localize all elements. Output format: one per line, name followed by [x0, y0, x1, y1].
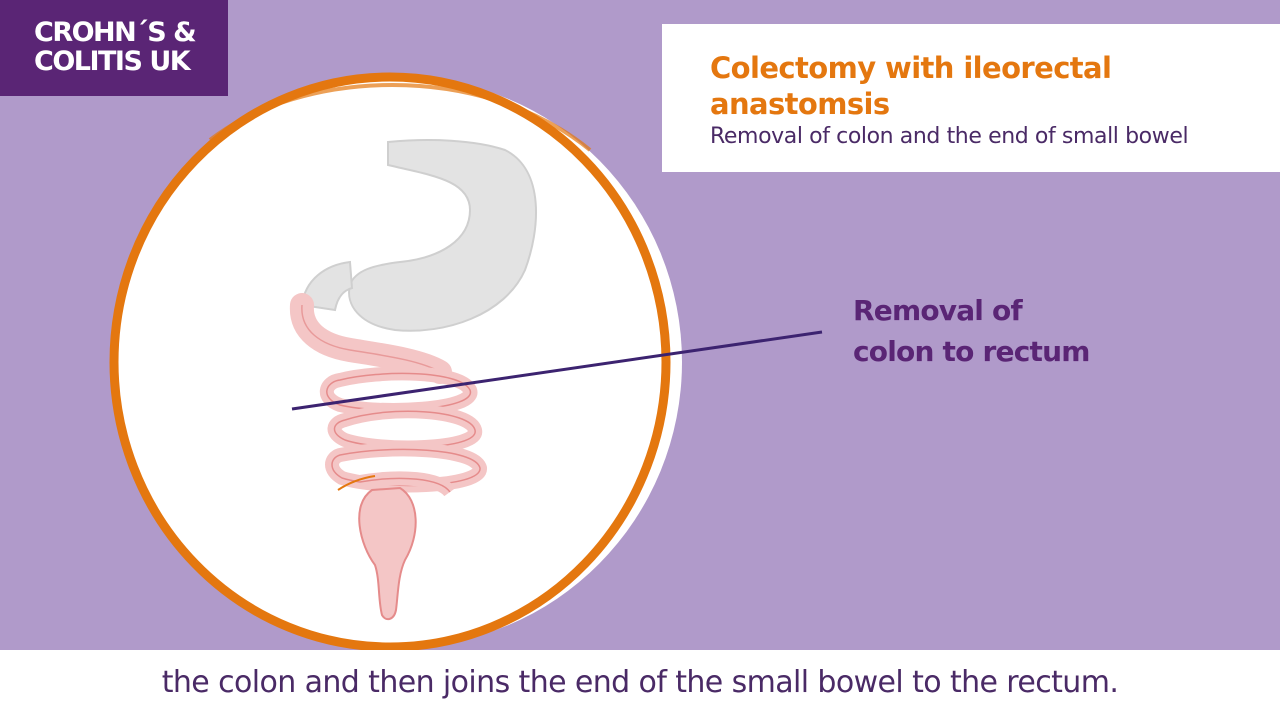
small-bowel-upper-outline — [301, 304, 441, 373]
title-card: Colectomy with ileorectal anastomsis Rem… — [662, 24, 1280, 172]
logo-line-2: COLITIS UK — [34, 46, 191, 77]
logo-line-1: CROHN´S & — [34, 17, 197, 48]
stomach — [348, 139, 537, 332]
crohns-colitis-uk-logo[interactable]: CROHN´S & COLITIS UK — [0, 0, 228, 96]
callout-line-1: Removal of — [853, 294, 1023, 327]
ileum-orange-end — [337, 475, 376, 491]
video-caption: the colon and then joins the end of the … — [161, 665, 1119, 700]
small-bowel-coils — [319, 366, 487, 497]
subtitle-bar: the colon and then joins the end of the … — [0, 650, 1280, 720]
callout-label: Removal of colon to rectum — [853, 290, 1090, 372]
procedure-title: Colectomy with ileorectal anastomsis — [710, 51, 1112, 121]
callout-line-2: colon to rectum — [853, 335, 1090, 368]
orange-ring — [109, 72, 671, 652]
callout-pointer-line — [291, 330, 823, 411]
rectum — [358, 486, 417, 621]
duodenum — [300, 260, 354, 312]
orange-ring-sketch — [208, 83, 592, 152]
procedure-subtitle: Removal of colon and the end of small bo… — [710, 124, 1189, 149]
